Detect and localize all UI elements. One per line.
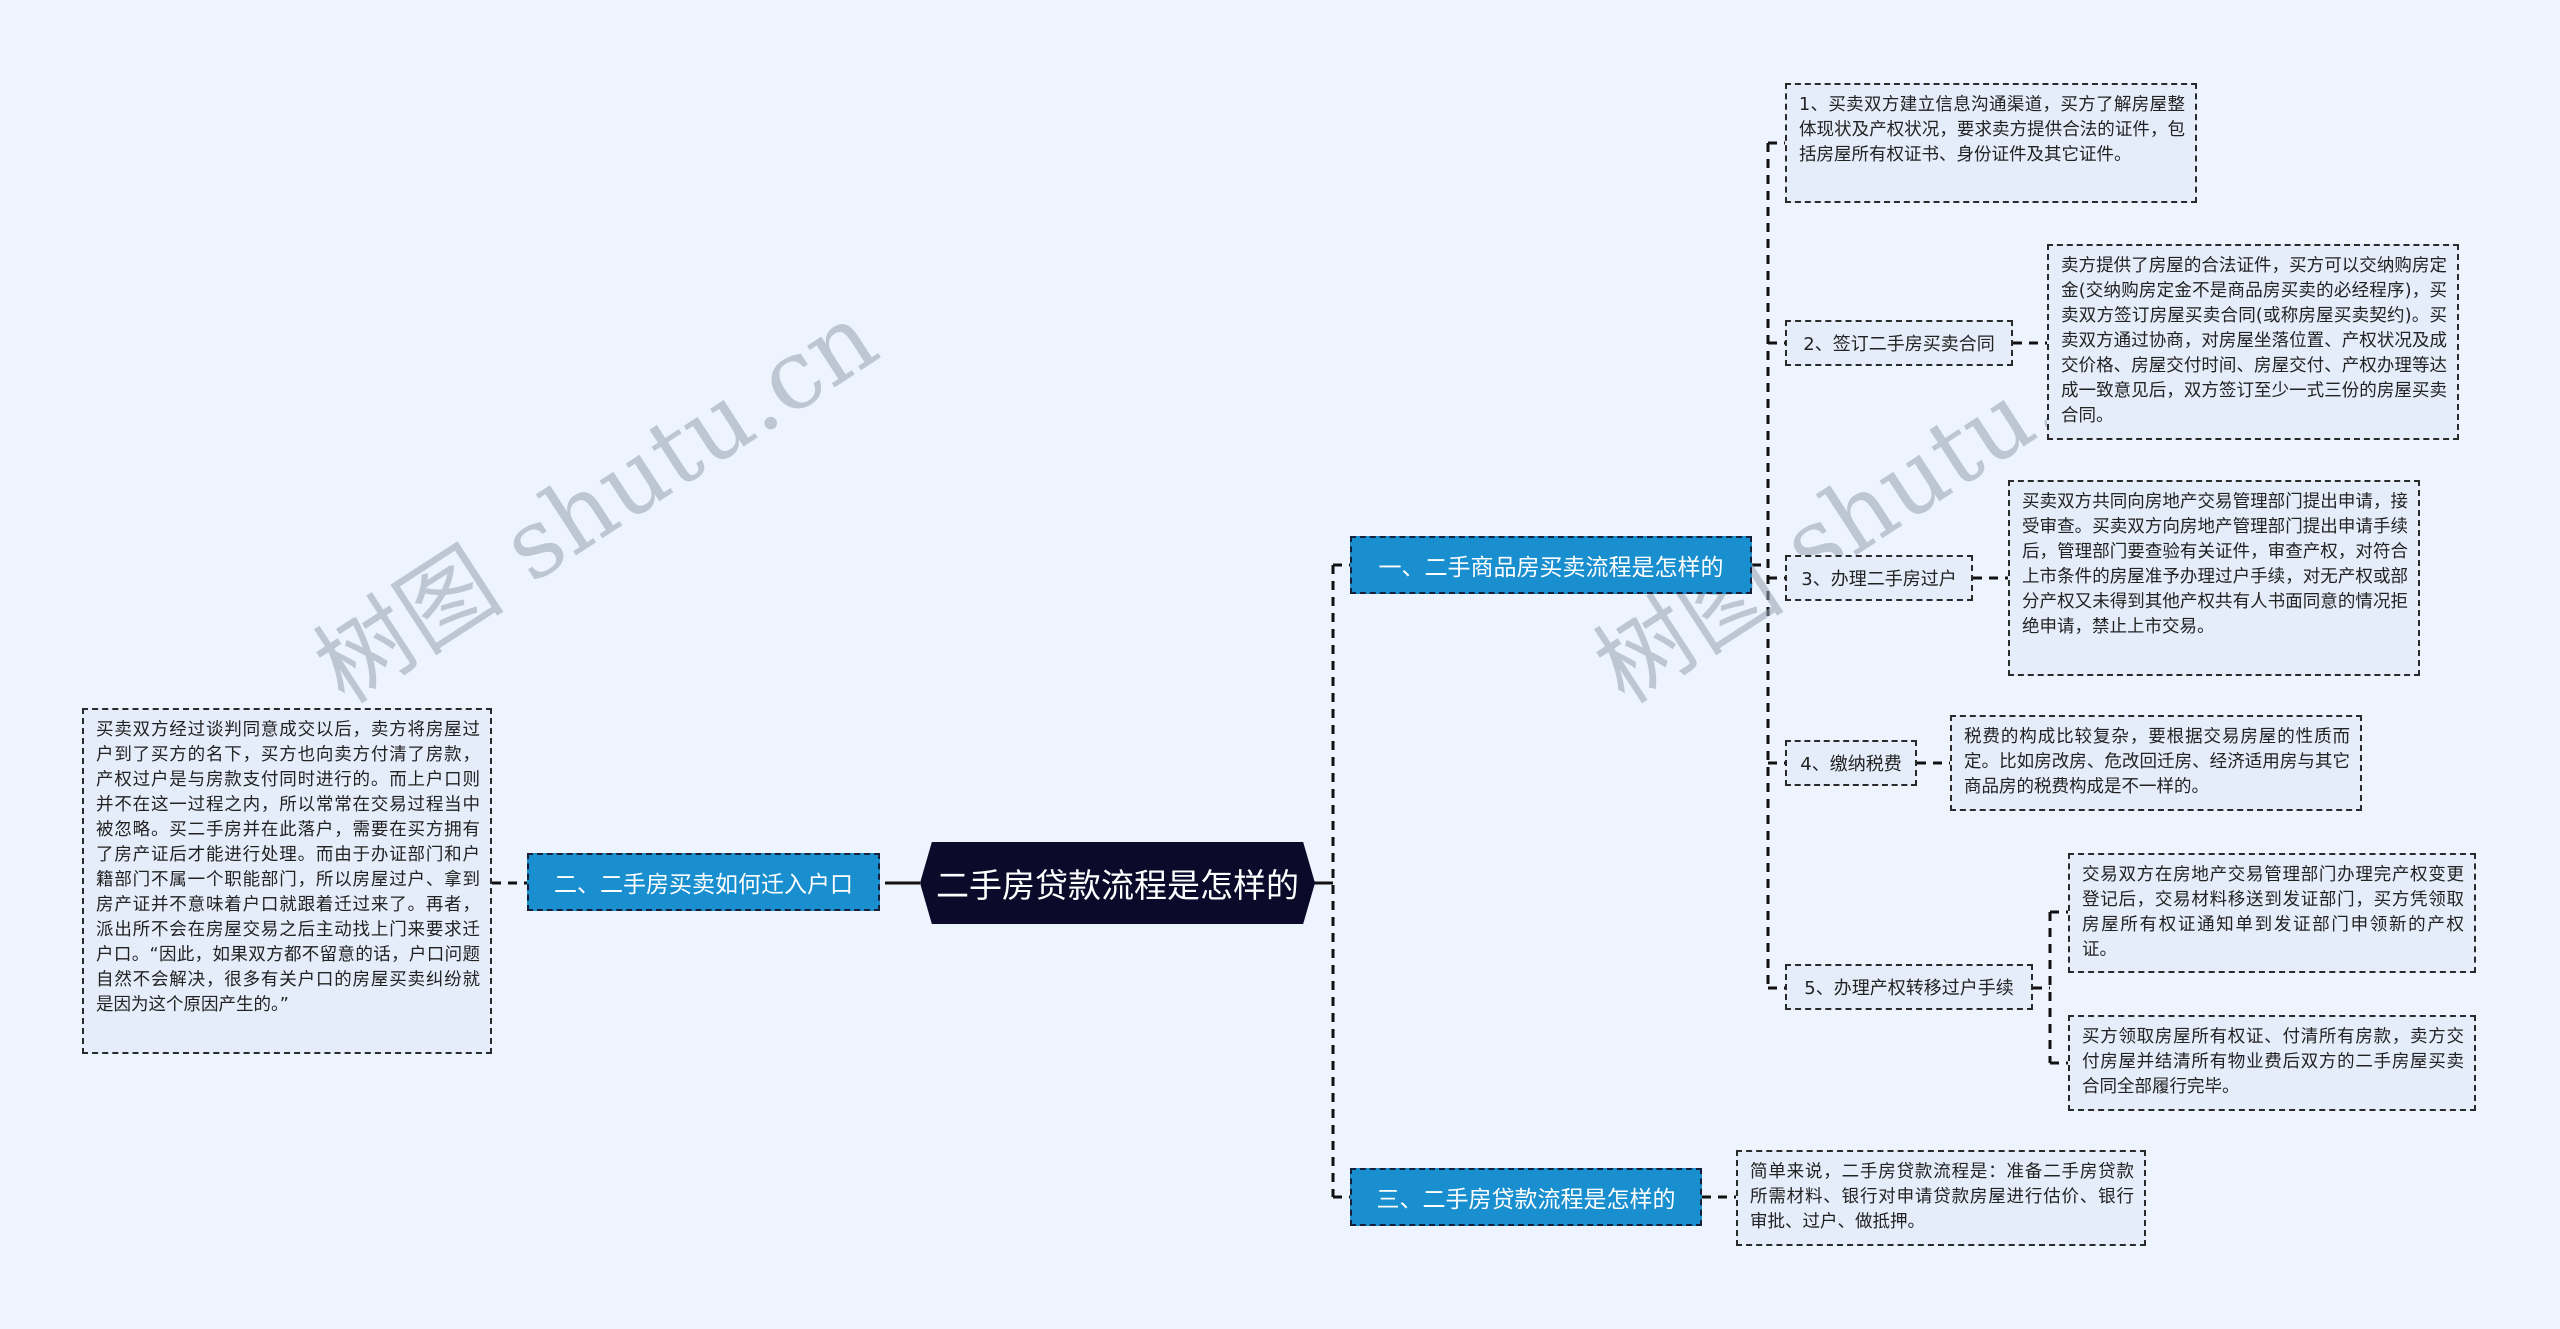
step-1-detail[interactable]: 1、买卖双方建立信息沟通渠道，买方了解房屋整体现状及产权状况，要求卖方提供合法的… bbox=[1785, 83, 2197, 203]
step-4-detail[interactable]: 税费的构成比较复杂，要根据交易房屋的性质而定。比如房改房、危改回迁房、经济适用房… bbox=[1950, 715, 2362, 811]
branch-3-detail[interactable]: 简单来说，二手房贷款流程是：准备二手房贷款所需材料、银行对申请贷款房屋进行估价、… bbox=[1736, 1150, 2146, 1246]
step-5-detail-1[interactable]: 交易双方在房地产交易管理部门办理完产权变更登记后，交易材料移送到发证部门，买方凭… bbox=[2068, 853, 2476, 973]
branch-topic-label: 二、二手房买卖如何迁入户口 bbox=[554, 872, 853, 898]
branch-topic-label: 三、二手房贷款流程是怎样的 bbox=[1376, 1187, 1676, 1213]
watermark: 树图 shutu.cn bbox=[296, 281, 896, 725]
step-5-detail-1-text: 交易双方在房地产交易管理部门办理完产权变更登记后，交易材料移送到发证部门，买方凭… bbox=[2082, 865, 2464, 960]
step-1-detail-text: 1、买卖双方建立信息沟通渠道，买方了解房屋整体现状及产权状况，要求卖方提供合法的… bbox=[1799, 95, 2185, 165]
step-3-detail-text: 买卖双方共同向房地产交易管理部门提出申请，接受审查。买卖双方向房地产管理部门提出… bbox=[2022, 492, 2408, 637]
step-4-detail-text: 税费的构成比较复杂，要根据交易房屋的性质而定。比如房改房、危改回迁房、经济适用房… bbox=[1964, 727, 2350, 797]
branch-2-detail-text: 买卖双方经过谈判同意成交以后，卖方将房屋过户到了买方的名下，买方也向卖方付清了房… bbox=[96, 720, 480, 1015]
branch-topic-1[interactable]: 一、二手商品房买卖流程是怎样的 bbox=[1350, 536, 1752, 594]
step-2-detail-text: 卖方提供了房屋的合法证件，买方可以交纳购房定金(交纳购房定金不是商品房买卖的必经… bbox=[2061, 256, 2447, 426]
step-5-detail-2[interactable]: 买方领取房屋所有权证、付清所有房款，卖方交付房屋并结清所有物业费后双方的二手房屋… bbox=[2068, 1015, 2476, 1111]
step-3-detail[interactable]: 买卖双方共同向房地产交易管理部门提出申请，接受审查。买卖双方向房地产管理部门提出… bbox=[2008, 480, 2420, 676]
branch-2-detail[interactable]: 买卖双方经过谈判同意成交以后，卖方将房屋过户到了买方的名下，买方也向卖方付清了房… bbox=[82, 708, 492, 1054]
step-5-detail-2-text: 买方领取房屋所有权证、付清所有房款，卖方交付房屋并结清所有物业费后双方的二手房屋… bbox=[2082, 1027, 2464, 1097]
step-4-topic[interactable]: 4、缴纳税费 bbox=[1785, 740, 1917, 786]
branch-topic-label: 一、二手商品房买卖流程是怎样的 bbox=[1378, 555, 1724, 581]
step-5-topic[interactable]: 5、办理产权转移过户手续 bbox=[1785, 964, 2033, 1010]
branch-3-detail-text: 简单来说，二手房贷款流程是：准备二手房贷款所需材料、银行对申请贷款房屋进行估价、… bbox=[1750, 1162, 2134, 1232]
step-2-label: 2、签订二手房买卖合同 bbox=[1803, 334, 1995, 355]
step-4-label: 4、缴纳税费 bbox=[1800, 754, 1902, 775]
step-3-label: 3、办理二手房过户 bbox=[1801, 569, 1957, 590]
step-5-label: 5、办理产权转移过户手续 bbox=[1804, 978, 2014, 999]
root-topic-label: 二手房贷款流程是怎样的 bbox=[936, 866, 1299, 905]
step-2-topic[interactable]: 2、签订二手房买卖合同 bbox=[1785, 320, 2013, 366]
root-topic[interactable]: 二手房贷款流程是怎样的 bbox=[920, 842, 1315, 924]
step-3-topic[interactable]: 3、办理二手房过户 bbox=[1785, 555, 1973, 601]
branch-topic-3[interactable]: 三、二手房贷款流程是怎样的 bbox=[1350, 1168, 1702, 1226]
branch-topic-2[interactable]: 二、二手房买卖如何迁入户口 bbox=[527, 853, 880, 911]
step-2-detail[interactable]: 卖方提供了房屋的合法证件，买方可以交纳购房定金(交纳购房定金不是商品房买卖的必经… bbox=[2047, 244, 2459, 440]
